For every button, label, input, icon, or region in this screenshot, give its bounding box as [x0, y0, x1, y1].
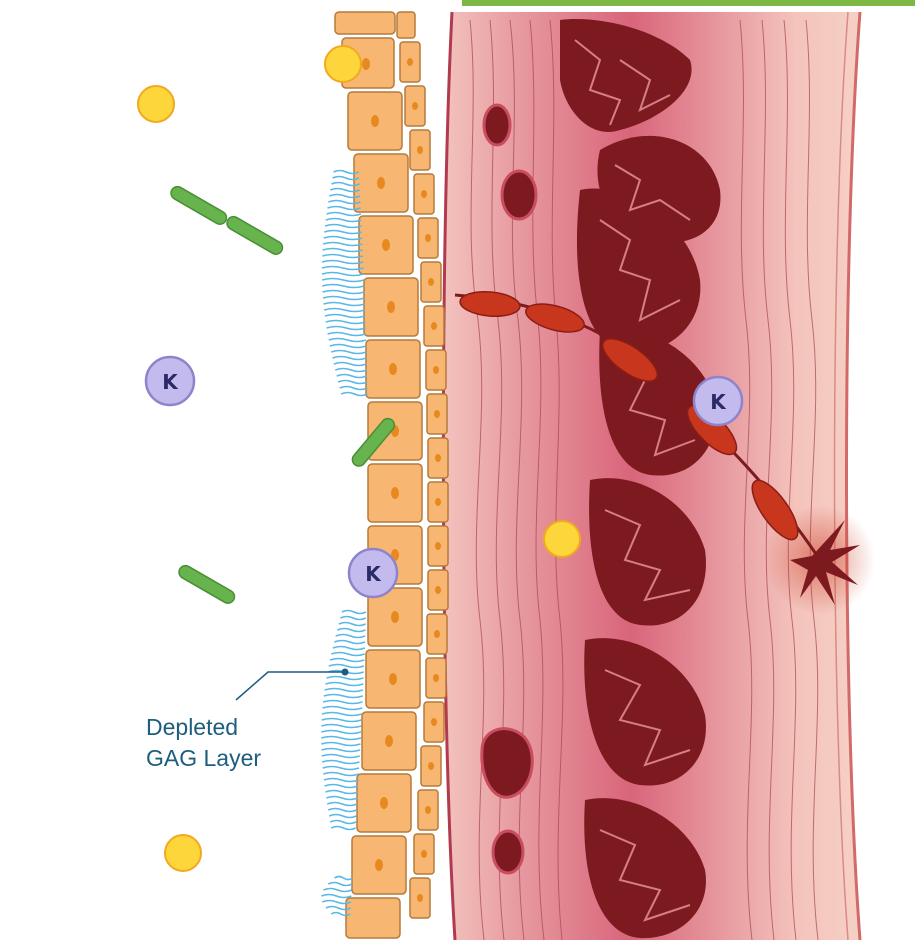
yellow-particle-icon — [165, 835, 201, 871]
gag-fiber — [328, 333, 366, 336]
gag-fiber — [326, 791, 358, 794]
gag-fiber — [329, 339, 366, 342]
potassium-ion-icon: K — [146, 357, 194, 405]
gag-fiber — [337, 375, 367, 378]
gag-fiber — [324, 231, 362, 234]
gag-fiber — [323, 291, 365, 294]
gag-fiber — [327, 803, 357, 806]
gag-fiber — [327, 213, 361, 216]
gag-fiber — [322, 255, 363, 258]
gag-fiber — [322, 719, 362, 722]
bacterium-icon — [169, 184, 229, 226]
yellow-particle-icon — [544, 521, 580, 557]
gag-fiber — [322, 279, 364, 282]
blood-vessel-icon — [493, 831, 523, 873]
gag-fiber — [333, 357, 367, 360]
gag-fiber — [325, 315, 365, 318]
gag-fiber — [325, 689, 363, 692]
gag-fiber — [331, 653, 364, 656]
gag-fiber — [340, 617, 365, 620]
gag-fiber — [327, 327, 366, 330]
gag-fiber — [328, 809, 357, 812]
gag-fiber — [323, 701, 362, 704]
potassium-ion-label: K — [710, 390, 727, 414]
potassium-ion-icon: K — [694, 377, 742, 425]
gag-fiber — [325, 785, 358, 788]
bacterium-icon — [225, 214, 285, 256]
gag-fiber — [321, 895, 351, 898]
gag-fibers-bottom — [321, 877, 352, 916]
gag-fiber — [340, 387, 368, 390]
gag-fiber — [341, 393, 367, 396]
gag-fiber — [326, 219, 362, 222]
potassium-ion-label: K — [365, 562, 382, 586]
gag-fiber — [324, 303, 365, 306]
bacterium-icon — [177, 563, 237, 605]
gag-fiber — [324, 309, 365, 312]
gag-fiber — [323, 707, 363, 710]
label-line-1: Depleted — [146, 712, 261, 743]
gag-fiber — [322, 713, 362, 716]
gag-fiber — [323, 767, 359, 770]
gag-fiber — [322, 261, 363, 264]
gag-fiber — [322, 273, 364, 276]
gag-fiber — [322, 267, 364, 270]
gag-fiber — [333, 647, 365, 650]
gag-fiber — [336, 635, 365, 638]
depleted-gag-layer-label: Depleted GAG Layer — [146, 712, 261, 774]
gag-fiber — [329, 815, 356, 818]
gag-fiber — [329, 665, 364, 668]
potassium-ion-icon: K — [349, 549, 397, 597]
blood-vessel-icon — [484, 105, 510, 145]
label-pointer-dot — [342, 669, 349, 676]
gag-fiber — [330, 659, 364, 662]
gag-fiber — [339, 623, 366, 626]
blood-vessel-icon — [482, 729, 532, 798]
gag-fiber — [323, 249, 363, 252]
gag-fiber — [324, 889, 352, 892]
gag-fiber — [335, 877, 353, 880]
gag-fiber — [337, 629, 365, 632]
label-line-2: GAG Layer — [146, 743, 261, 774]
gag-fiber — [321, 743, 360, 746]
gag-fiber — [326, 321, 366, 324]
gag-fiber — [334, 641, 365, 644]
gag-fiber — [326, 797, 357, 800]
gag-fiber — [321, 737, 361, 740]
gag-fiber — [324, 695, 363, 698]
gag-fiber — [326, 683, 364, 686]
blood-vessel-icon — [502, 171, 536, 219]
gag-fiber — [342, 611, 366, 614]
gag-fiber — [324, 237, 363, 240]
gag-fiber — [322, 761, 359, 764]
gag-fiber — [322, 755, 360, 758]
yellow-particle-icon — [138, 86, 174, 122]
gag-fiber — [331, 351, 366, 354]
label-pointer-line — [236, 672, 345, 700]
top-accent-bar — [462, 0, 915, 6]
gag-fiber — [327, 677, 364, 680]
yellow-particle-icon — [325, 46, 361, 82]
gag-fiber — [321, 725, 361, 728]
gag-fiber — [322, 749, 361, 752]
gag-fiber — [321, 731, 361, 734]
gag-fiber — [334, 363, 367, 366]
gag-fiber — [323, 243, 362, 246]
gag-fiber — [323, 773, 359, 776]
gag-fiber — [335, 369, 367, 372]
potassium-ion-label: K — [162, 370, 179, 394]
gag-fiber — [322, 285, 364, 288]
gag-fiber — [330, 345, 366, 348]
gag-fiber — [330, 821, 356, 824]
gag-fiber — [324, 779, 359, 782]
gag-fiber — [323, 297, 365, 300]
gag-fiber — [331, 827, 355, 830]
gag-fiber — [338, 381, 367, 384]
gag-fiber — [328, 883, 352, 886]
gag-fiber — [325, 225, 362, 228]
